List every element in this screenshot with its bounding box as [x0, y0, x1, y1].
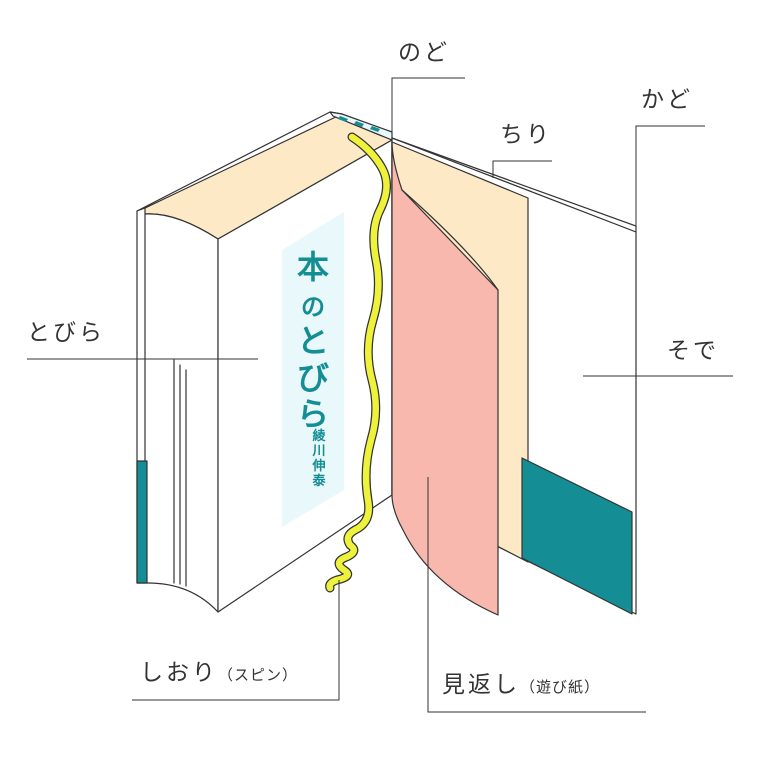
- leader-kado: [635, 125, 705, 226]
- sode-teal-flap: [521, 457, 633, 615]
- leader-shiori: [132, 580, 340, 701]
- endpaper: [391, 141, 499, 616]
- label-chiri: ちり: [500, 122, 552, 148]
- cover-title-char-3: び: [297, 359, 329, 397]
- label-shiori-main: しおり: [140, 660, 218, 686]
- spine-face: [136, 210, 219, 613]
- cover-title-char-4: ら: [297, 395, 329, 433]
- label-nodo: のど: [398, 40, 450, 66]
- cover-title-char-2: と: [297, 322, 329, 360]
- label-mikaeshi-sub: （遊び紙）: [520, 678, 601, 696]
- label-kado: かど: [641, 87, 693, 113]
- leader-mikaeshi: [427, 477, 646, 713]
- cover-title-panel: [282, 212, 344, 527]
- label-shiori: しおり（スピン）: [140, 662, 298, 685]
- cover-author: 綾 川 伸 泰: [311, 428, 326, 489]
- label-tobira: とびら: [27, 320, 105, 346]
- label-shiori-sub: （スピン）: [218, 666, 299, 684]
- cover-title-char-0: 本: [297, 248, 329, 286]
- leader-chiri: [492, 160, 552, 178]
- label-mikaeshi: 見返し（遊び紙）: [442, 674, 600, 697]
- cover-author-char-2: 伸: [311, 458, 325, 474]
- label-mikaeshi-main: 見返し: [442, 672, 520, 698]
- cover-author-char-0: 綾: [312, 428, 326, 444]
- cover-title: 本 の と び ら: [297, 248, 329, 433]
- cover-author-char-3: 泰: [311, 473, 326, 489]
- spine-teal-band: [136, 460, 148, 584]
- cover-author-char-1: 川: [311, 444, 325, 459]
- leader-nodo: [391, 77, 465, 132]
- label-sode: そで: [667, 338, 719, 364]
- cover-title-char-1: の: [301, 292, 325, 321]
- bookmark-ribbon: [325, 132, 391, 593]
